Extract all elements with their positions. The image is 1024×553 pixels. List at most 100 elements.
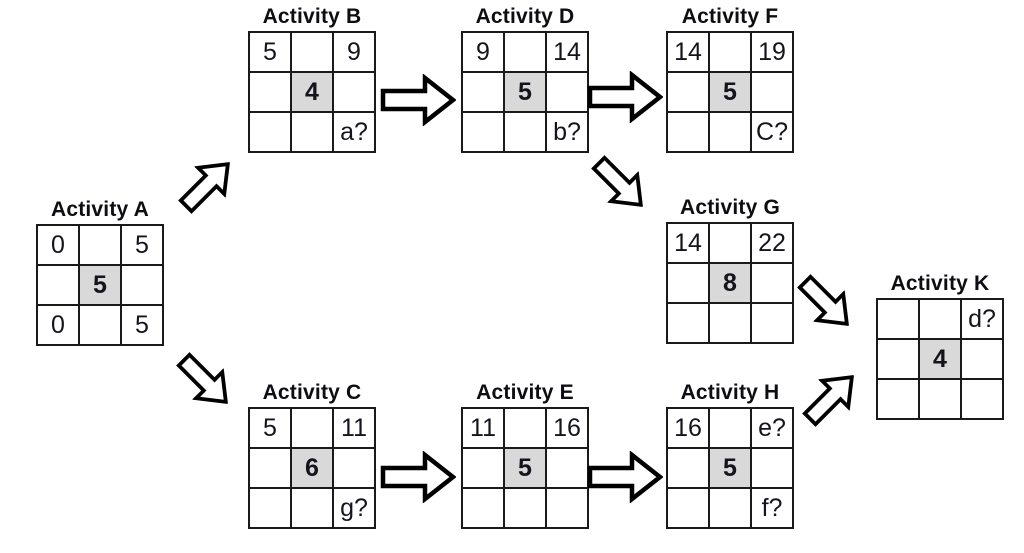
- cell-late-finish: [962, 380, 1002, 418]
- cell-late-start: [250, 489, 290, 527]
- cell-early-start: 0: [38, 226, 78, 264]
- cell-late-finish: C?: [752, 113, 792, 151]
- cell-mid-left: [463, 449, 503, 487]
- cell-late-start: [463, 489, 503, 527]
- cell-early-finish: 9: [334, 33, 374, 71]
- cell-bottom-middle: [710, 489, 750, 527]
- activity-b-title: Activity B: [262, 5, 362, 28]
- cell-duration: 5: [505, 73, 545, 111]
- activity-g: Activity G 14 22 8: [666, 196, 794, 344]
- cell-bottom-middle: [710, 113, 750, 151]
- cell-bottom-middle: [920, 380, 960, 418]
- cell-late-finish: [752, 304, 792, 342]
- cell-mid-left: [668, 264, 708, 302]
- cell-late-finish: a?: [334, 113, 374, 151]
- cell-late-finish: g?: [334, 489, 374, 527]
- cell-mid-left: [878, 340, 918, 378]
- activity-a: Activity A 0 5 5 0 5: [36, 198, 164, 346]
- arrow-a-to-c-icon: [173, 352, 237, 405]
- arrow-c-to-e-icon: [380, 451, 456, 503]
- cell-bottom-middle: [80, 306, 120, 344]
- cell-bottom-middle: [505, 113, 545, 151]
- cell-mid-right: [547, 449, 587, 487]
- cell-late-start: 0: [38, 306, 78, 344]
- cell-top-middle: [505, 33, 545, 71]
- arrow-g-to-k-icon: [794, 274, 858, 327]
- cell-mid-left: [250, 73, 290, 111]
- cell-late-start: [463, 113, 503, 151]
- cell-early-finish: 14: [547, 33, 587, 71]
- cell-late-start: [878, 380, 918, 418]
- cell-duration: 5: [505, 449, 545, 487]
- activity-d-grid: 9 14 5 b?: [461, 31, 589, 153]
- cell-late-finish: 5: [122, 306, 162, 344]
- activity-k-title: Activity K: [890, 272, 990, 295]
- cell-top-middle: [292, 409, 332, 447]
- cell-early-start: 14: [668, 224, 708, 262]
- cell-mid-right: [334, 73, 374, 111]
- cell-early-start: 5: [250, 33, 290, 71]
- cell-early-finish: d?: [962, 300, 1002, 338]
- cell-duration: 8: [710, 264, 750, 302]
- cell-late-finish: [547, 489, 587, 527]
- cell-late-finish: f?: [752, 489, 792, 527]
- cell-late-start: [668, 113, 708, 151]
- activity-f-title: Activity F: [681, 5, 779, 28]
- cell-mid-left: [668, 73, 708, 111]
- cell-top-middle: [505, 409, 545, 447]
- cell-bottom-middle: [710, 304, 750, 342]
- cell-mid-right: [334, 449, 374, 487]
- cell-mid-left: [463, 73, 503, 111]
- cell-early-start: 11: [463, 409, 503, 447]
- cell-mid-right: [122, 266, 162, 304]
- cell-mid-left: [668, 449, 708, 487]
- cell-top-middle: [710, 224, 750, 262]
- cell-early-finish: 19: [752, 33, 792, 71]
- cell-mid-right: [752, 264, 792, 302]
- activity-a-grid: 0 5 5 0 5: [36, 224, 164, 346]
- cell-duration: 6: [292, 449, 332, 487]
- cell-early-finish: 5: [122, 226, 162, 264]
- cell-mid-right: [547, 73, 587, 111]
- activity-f-grid: 14 19 5 C?: [666, 31, 794, 153]
- cell-late-start: [668, 304, 708, 342]
- cell-early-start: [878, 300, 918, 338]
- cell-mid-right: [752, 449, 792, 487]
- activity-a-title: Activity A: [50, 198, 150, 221]
- cell-top-middle: [292, 33, 332, 71]
- activity-h-title: Activity H: [680, 381, 780, 404]
- cell-mid-right: [752, 73, 792, 111]
- cell-duration: 5: [710, 73, 750, 111]
- cell-top-middle: [80, 226, 120, 264]
- cell-early-start: 5: [250, 409, 290, 447]
- cell-bottom-middle: [292, 113, 332, 151]
- activity-k: Activity K d? 4: [876, 272, 1004, 420]
- activity-c-title: Activity C: [262, 381, 362, 404]
- cell-duration: 5: [80, 266, 120, 304]
- cell-early-finish: 22: [752, 224, 792, 262]
- activity-e-title: Activity E: [476, 381, 574, 404]
- cell-early-start: 14: [668, 33, 708, 71]
- arrow-d-to-f-icon: [587, 71, 663, 123]
- arrow-h-to-k-icon: [799, 374, 863, 427]
- cell-duration: 4: [920, 340, 960, 378]
- cell-late-start: [668, 489, 708, 527]
- cell-bottom-middle: [292, 489, 332, 527]
- cell-duration: 4: [292, 73, 332, 111]
- cell-early-start: 9: [463, 33, 503, 71]
- cell-top-middle: [710, 33, 750, 71]
- activity-g-title: Activity G: [679, 196, 781, 219]
- cell-top-middle: [920, 300, 960, 338]
- activity-b-grid: 5 9 4 a?: [248, 31, 376, 153]
- arrow-e-to-h-icon: [587, 451, 663, 503]
- activity-d: Activity D 9 14 5 b?: [461, 5, 589, 153]
- activity-h: Activity H 16 e? 5 f?: [666, 381, 794, 529]
- activity-e-grid: 11 16 5: [461, 407, 589, 529]
- arrow-b-to-d-icon: [380, 74, 456, 126]
- cell-mid-left: [38, 266, 78, 304]
- arrow-a-to-b-icon: [175, 161, 239, 214]
- cell-duration: 5: [710, 449, 750, 487]
- arrow-d-to-g-icon: [588, 155, 652, 208]
- cell-early-finish: 11: [334, 409, 374, 447]
- activity-f: Activity F 14 19 5 C?: [666, 5, 794, 153]
